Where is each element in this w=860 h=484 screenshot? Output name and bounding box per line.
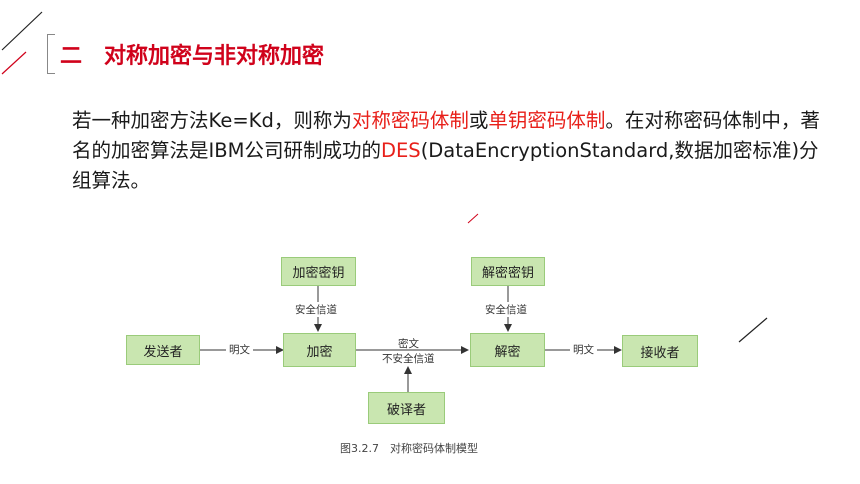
- node-decrypt: 解密: [470, 333, 545, 367]
- decorative-slash-top-left: [0, 0, 60, 60]
- edge-label-secure-channel-1: 安全信道: [293, 302, 339, 317]
- paragraph-text-2: 或: [468, 109, 489, 132]
- section-title: 对称加密与非对称加密: [104, 44, 325, 69]
- paragraph-text-3: 。在对称密码体制中，著名的加密算法是IBM公司研制成功的: [72, 109, 820, 162]
- edge-label-plaintext-2: 明文: [570, 342, 597, 357]
- node-encrypt-key: 加密密钥: [281, 257, 356, 286]
- node-encrypt: 加密: [283, 333, 356, 367]
- node-decrypt-key: 解密密钥: [471, 257, 545, 286]
- paragraph-text-4: (DataEncryptionStandard,数据加密标准)分组算法。: [72, 139, 819, 192]
- section-heading: 二 对称加密与非对称加密: [60, 38, 324, 70]
- node-sender: 发送者: [126, 335, 200, 365]
- highlight-symmetric-cipher: 对称密码体制: [351, 109, 469, 132]
- edge-label-ciphertext: 密文: [398, 338, 419, 350]
- node-receiver: 接收者: [622, 335, 698, 367]
- decorative-slash-right: [735, 312, 775, 346]
- decorative-slash-red-left: [0, 40, 40, 80]
- body-paragraph: 若一种加密方法Ke=Kd，则称为对称密码体制或单钥密码体制。在对称密码体制中，著…: [72, 106, 832, 196]
- heading-bracket: [47, 34, 55, 74]
- section-number: 二: [60, 44, 83, 69]
- decorative-slash-red-mid: [460, 210, 480, 224]
- edge-label-plaintext-1: 明文: [226, 342, 253, 357]
- node-attacker: 破译者: [368, 392, 445, 424]
- edge-label-secure-channel-2: 安全信道: [483, 302, 529, 317]
- edge-label-insecure-channel: 不安全信道: [380, 351, 437, 366]
- paragraph-text-1: 若一种加密方法Ke=Kd，则称为: [72, 109, 352, 132]
- highlight-des: DES: [380, 139, 421, 162]
- figure-caption: 图3.2.7 对称密码体制模型: [340, 442, 478, 455]
- highlight-single-key-cipher: 单钥密码体制: [488, 109, 606, 132]
